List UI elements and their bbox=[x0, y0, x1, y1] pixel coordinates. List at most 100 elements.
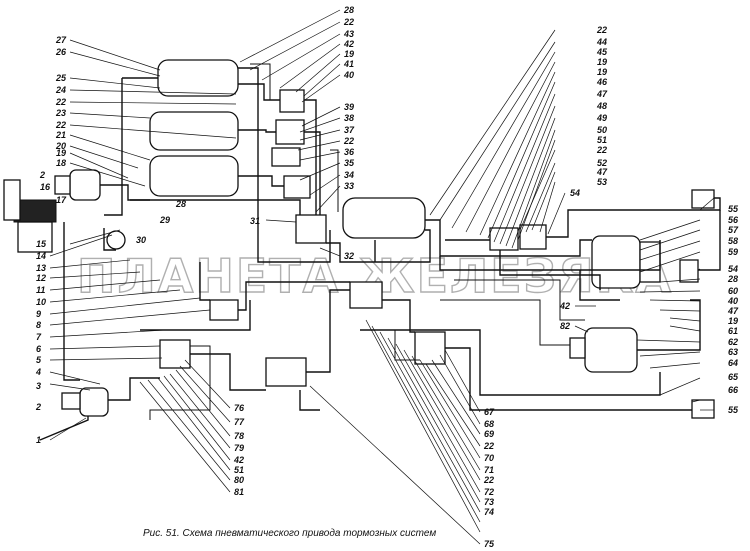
callout: 19 bbox=[597, 67, 607, 77]
callout: 67 bbox=[484, 407, 495, 417]
relay-valve-right bbox=[519, 224, 547, 250]
callouts-left: 27 26 25 24 22 23 22 21 20 19 18 2 16 17… bbox=[35, 35, 186, 445]
callout: 62 bbox=[728, 337, 738, 347]
brake-chamber-front-right bbox=[79, 387, 109, 417]
compressor-bracket bbox=[3, 179, 21, 221]
valve-protection-4 bbox=[283, 175, 311, 199]
callout: 14 bbox=[36, 251, 46, 261]
brake-chamber-rod bbox=[54, 175, 71, 195]
receiver-top bbox=[157, 59, 239, 97]
callout: 42 bbox=[559, 301, 570, 311]
callout: 42 bbox=[233, 455, 244, 465]
callout: 47 bbox=[727, 306, 739, 316]
callout: 47 bbox=[596, 89, 608, 99]
callout: 70 bbox=[484, 453, 494, 463]
callout: 48 bbox=[596, 101, 607, 111]
callout: 74 bbox=[484, 507, 494, 517]
callout: 22 bbox=[483, 441, 494, 451]
callout: 59 bbox=[728, 247, 738, 257]
callout: 6 bbox=[36, 344, 42, 354]
brake-chamber-front-left bbox=[69, 169, 101, 201]
callout: 55 bbox=[728, 405, 739, 415]
valve-protection-1 bbox=[279, 89, 305, 113]
separation-valve bbox=[679, 259, 699, 283]
callout: 22 bbox=[596, 145, 607, 155]
coupling-valve bbox=[349, 281, 383, 309]
callout: 22 bbox=[596, 25, 607, 35]
callout: 23 bbox=[55, 108, 66, 118]
callout: 36 bbox=[344, 147, 355, 157]
callout: 30 bbox=[136, 235, 146, 245]
callout: 46 bbox=[596, 77, 608, 87]
callout: 34 bbox=[344, 170, 354, 180]
callout: 19 bbox=[344, 49, 354, 59]
callout: 4 bbox=[35, 367, 41, 377]
callout: 51 bbox=[597, 135, 607, 145]
callout: 22 bbox=[343, 17, 354, 27]
callout: 73 bbox=[484, 497, 494, 507]
compressor-body bbox=[17, 221, 53, 253]
relay-valve-upper bbox=[489, 227, 519, 251]
callout: 40 bbox=[727, 296, 738, 306]
callout: 63 bbox=[728, 347, 738, 357]
brake-valve bbox=[295, 214, 327, 244]
callout: 11 bbox=[36, 285, 45, 295]
callout: 38 bbox=[344, 113, 354, 123]
callout: 22 bbox=[55, 120, 66, 130]
callout: 20 bbox=[55, 141, 66, 151]
valves bbox=[106, 89, 715, 419]
brake-chamber-rod-2 bbox=[61, 392, 81, 410]
callout: 82 bbox=[560, 321, 570, 331]
callout: 35 bbox=[344, 158, 355, 168]
callout: 51 bbox=[234, 465, 244, 475]
control-valve-lower bbox=[265, 357, 307, 387]
callout: 40 bbox=[343, 70, 354, 80]
callout: 54 bbox=[728, 264, 738, 274]
callout: 22 bbox=[483, 475, 494, 485]
callout: 5 bbox=[36, 355, 42, 365]
callouts-bottom: 76 77 78 79 42 51 80 81 67 68 69 22 70 7… bbox=[233, 403, 495, 549]
callout: 19 bbox=[56, 148, 66, 158]
callout: 16 bbox=[40, 182, 51, 192]
callout: 3 bbox=[36, 381, 41, 391]
callout: 50 bbox=[597, 125, 607, 135]
callout: 58 bbox=[728, 236, 738, 246]
callout: 2 bbox=[35, 402, 41, 412]
callouts-top-right: 22 44 45 19 19 46 47 48 49 50 51 22 52 4… bbox=[570, 25, 739, 214]
callout: 79 bbox=[234, 443, 244, 453]
callout: 1 bbox=[36, 435, 41, 445]
pressure-gauge bbox=[106, 230, 126, 250]
callout: 42 bbox=[343, 39, 354, 49]
callout: 12 bbox=[36, 273, 46, 283]
callout: 27 bbox=[55, 35, 67, 45]
callout: 56 bbox=[728, 215, 739, 225]
valve-protection-3 bbox=[271, 147, 301, 167]
control-lines bbox=[149, 63, 585, 420]
compressor bbox=[3, 179, 57, 253]
connection-head-upper bbox=[691, 189, 715, 209]
callout: 15 bbox=[36, 239, 47, 249]
pipelines bbox=[39, 67, 721, 441]
spring-chamber-rear-lower bbox=[584, 327, 638, 373]
callout: 75 bbox=[484, 539, 495, 549]
callout: 78 bbox=[234, 431, 244, 441]
spring-chamber-rod-lower bbox=[569, 337, 586, 359]
callout: 8 bbox=[36, 320, 41, 330]
callout: 43 bbox=[343, 29, 354, 39]
callout: 44 bbox=[596, 37, 607, 47]
callout: 10 bbox=[36, 297, 46, 307]
callout: 13 bbox=[36, 263, 46, 273]
callout: 54 bbox=[570, 188, 580, 198]
callouts-right: 56 57 58 59 54 28 60 40 47 19 61 62 63 6… bbox=[559, 215, 739, 415]
spring-chamber-cap-upper bbox=[639, 241, 661, 283]
receiver-trailer bbox=[342, 197, 426, 239]
callout: 72 bbox=[484, 487, 494, 497]
callout: 19 bbox=[728, 316, 738, 326]
leader-lines bbox=[49, 9, 715, 545]
callout: 26 bbox=[55, 47, 67, 57]
callout: 33 bbox=[344, 181, 354, 191]
callout: 41 bbox=[343, 59, 354, 69]
callout: 52 bbox=[597, 158, 607, 168]
callout: 69 bbox=[484, 429, 494, 439]
callout: 66 bbox=[728, 385, 739, 395]
